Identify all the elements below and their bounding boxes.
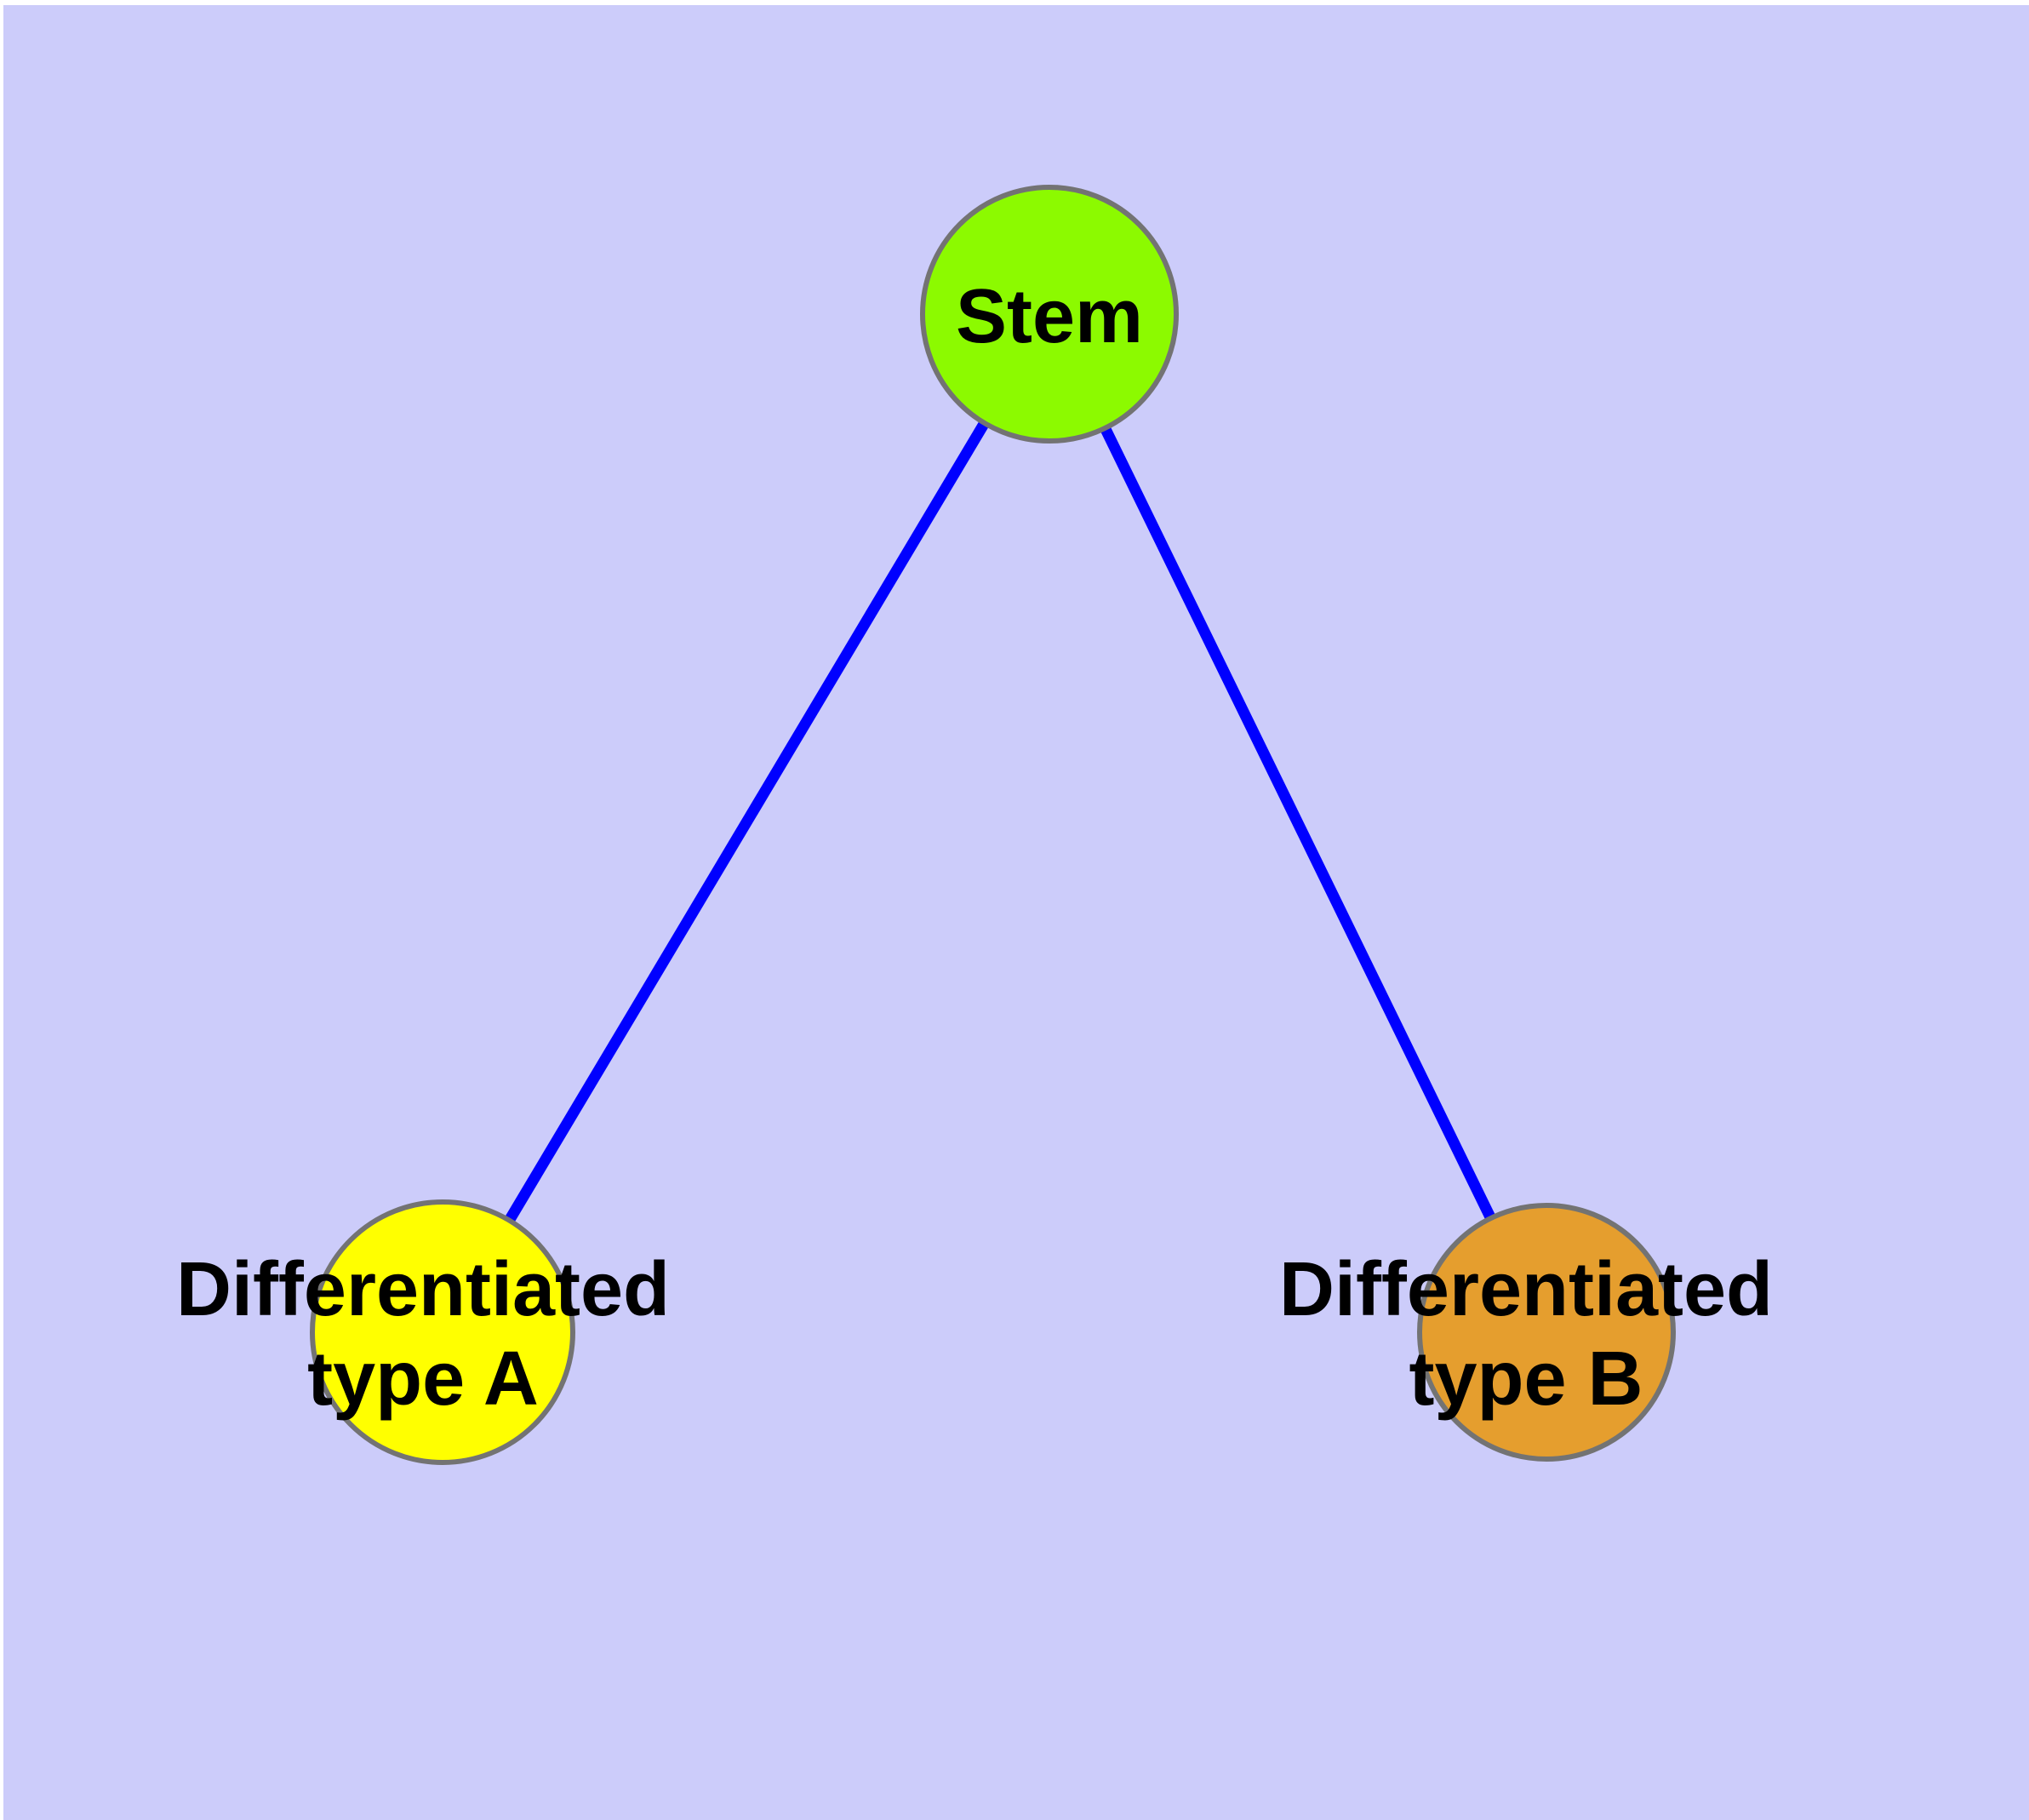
node-stem-circle[interactable] [920, 185, 1179, 444]
label-layer: Stem Differentiated type A Differentiate… [176, 274, 1773, 1422]
edge-layer [437, 311, 1552, 1336]
node-differentiated-type-a-label-line-1: Differentiated [176, 1247, 670, 1332]
edge-stem-to-differentiated-type-b [1044, 312, 1552, 1335]
node-differentiated-type-b[interactable] [1417, 1203, 1676, 1462]
node-stem[interactable] [920, 185, 1179, 444]
node-differentiated-type-a[interactable] [310, 1199, 575, 1465]
edge-stem-to-differentiated-type-a [437, 311, 1055, 1336]
node-differentiated-type-a-label-line-2: type A [307, 1336, 539, 1422]
node-differentiated-type-b-label-line-2: type B [1409, 1336, 1643, 1422]
node-differentiated-type-b-circle[interactable] [1417, 1203, 1676, 1462]
node-differentiated-type-a-circle[interactable] [310, 1199, 575, 1465]
node-layer [310, 185, 1676, 1465]
node-stem-label-line-1: Stem [956, 274, 1143, 359]
node-differentiated-type-b-label-line-1: Differentiated [1279, 1247, 1773, 1332]
